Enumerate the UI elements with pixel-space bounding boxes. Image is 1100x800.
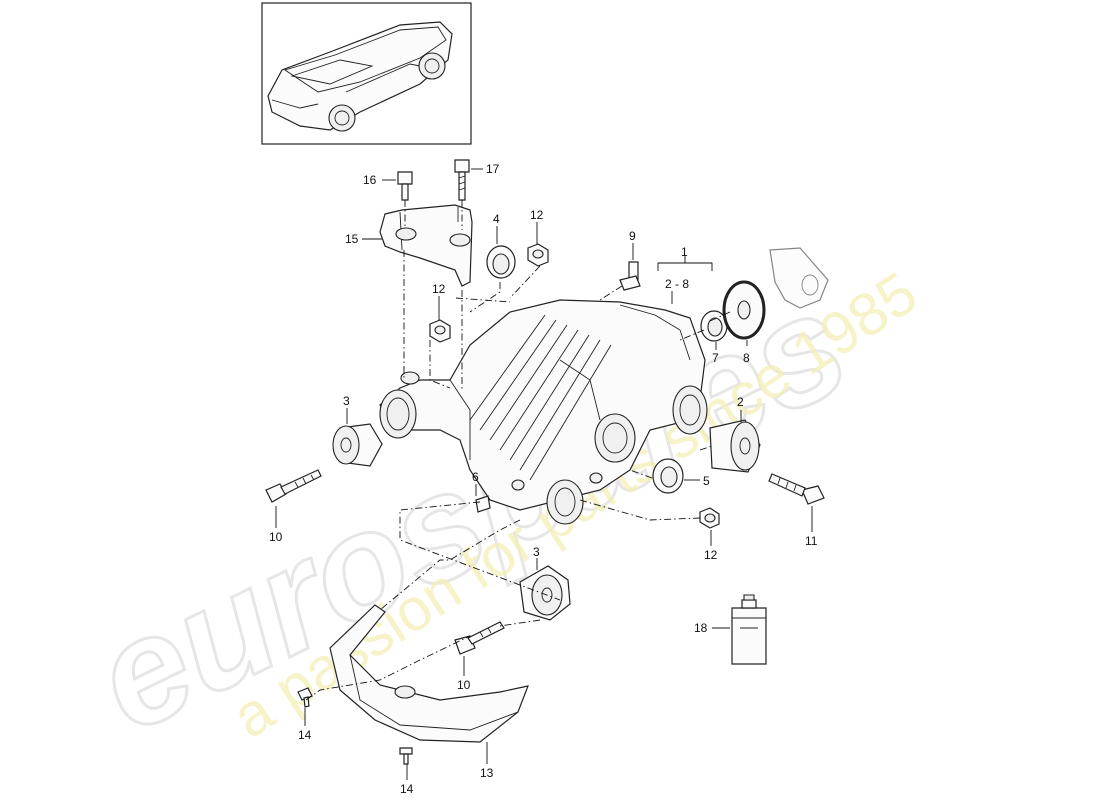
bushing-3-left — [332, 423, 383, 467]
callout-6: 6 — [472, 470, 479, 484]
screw-14-upper — [297, 687, 313, 708]
callout-7: 7 — [712, 351, 719, 365]
bolt-17 — [454, 159, 470, 201]
washer-8 — [722, 280, 766, 340]
callout-labels: 1 2 - 8 2 3 3 4 5 6 7 8 9 10 10 11 12 12… — [269, 162, 818, 796]
callout-16: 16 — [363, 173, 377, 187]
bolt-10-bottom — [454, 621, 505, 655]
callout-2: 2 — [737, 395, 744, 409]
bolt-10-left — [265, 469, 322, 503]
car-illustration — [267, 21, 453, 132]
plug-6 — [475, 495, 491, 513]
callout-17: 17 — [486, 162, 500, 176]
callout-8: 8 — [743, 351, 750, 365]
bolt-16 — [397, 171, 413, 201]
callout-12-mid: 12 — [432, 282, 446, 296]
callout-1-range: 2 - 8 — [665, 277, 689, 291]
nut-12-top — [527, 243, 549, 267]
callout-18: 18 — [694, 621, 708, 635]
callout-13: 13 — [480, 766, 494, 780]
nut-12-right — [699, 507, 720, 529]
screw-14-lower — [399, 747, 413, 765]
vehicle-thumbnail — [261, 2, 472, 145]
callout-1: 1 — [681, 245, 688, 259]
callout-3-top: 3 — [343, 394, 350, 408]
seal-4 — [486, 245, 516, 279]
callout-3-bottom: 3 — [533, 545, 540, 559]
callout-4: 4 — [493, 212, 500, 226]
sensor-9 — [619, 261, 641, 291]
mounting-bracket — [379, 204, 473, 287]
assembly-lines — [305, 200, 731, 701]
callout-10-bottom: 10 — [457, 678, 471, 692]
seal-5 — [652, 458, 684, 494]
callout-12-right: 12 — [704, 548, 718, 562]
callout-10-left: 10 — [269, 530, 283, 544]
leader-lines — [275, 168, 813, 780]
final-drive-housing — [379, 299, 708, 525]
callout-15: 15 — [345, 232, 359, 246]
underbody-shield — [329, 604, 529, 743]
flange-ghost — [769, 247, 829, 309]
callout-9: 9 — [629, 229, 636, 243]
callout-12-top: 12 — [530, 208, 544, 222]
callout-5: 5 — [703, 474, 710, 488]
oil-bottle — [731, 594, 767, 665]
callout-14-upper: 14 — [298, 728, 312, 742]
callout-14-lower: 14 — [400, 782, 414, 796]
nut-12-mid — [429, 319, 451, 343]
callout-11: 11 — [805, 534, 818, 548]
bushing-2 — [709, 419, 761, 473]
bolt-11 — [768, 473, 825, 505]
